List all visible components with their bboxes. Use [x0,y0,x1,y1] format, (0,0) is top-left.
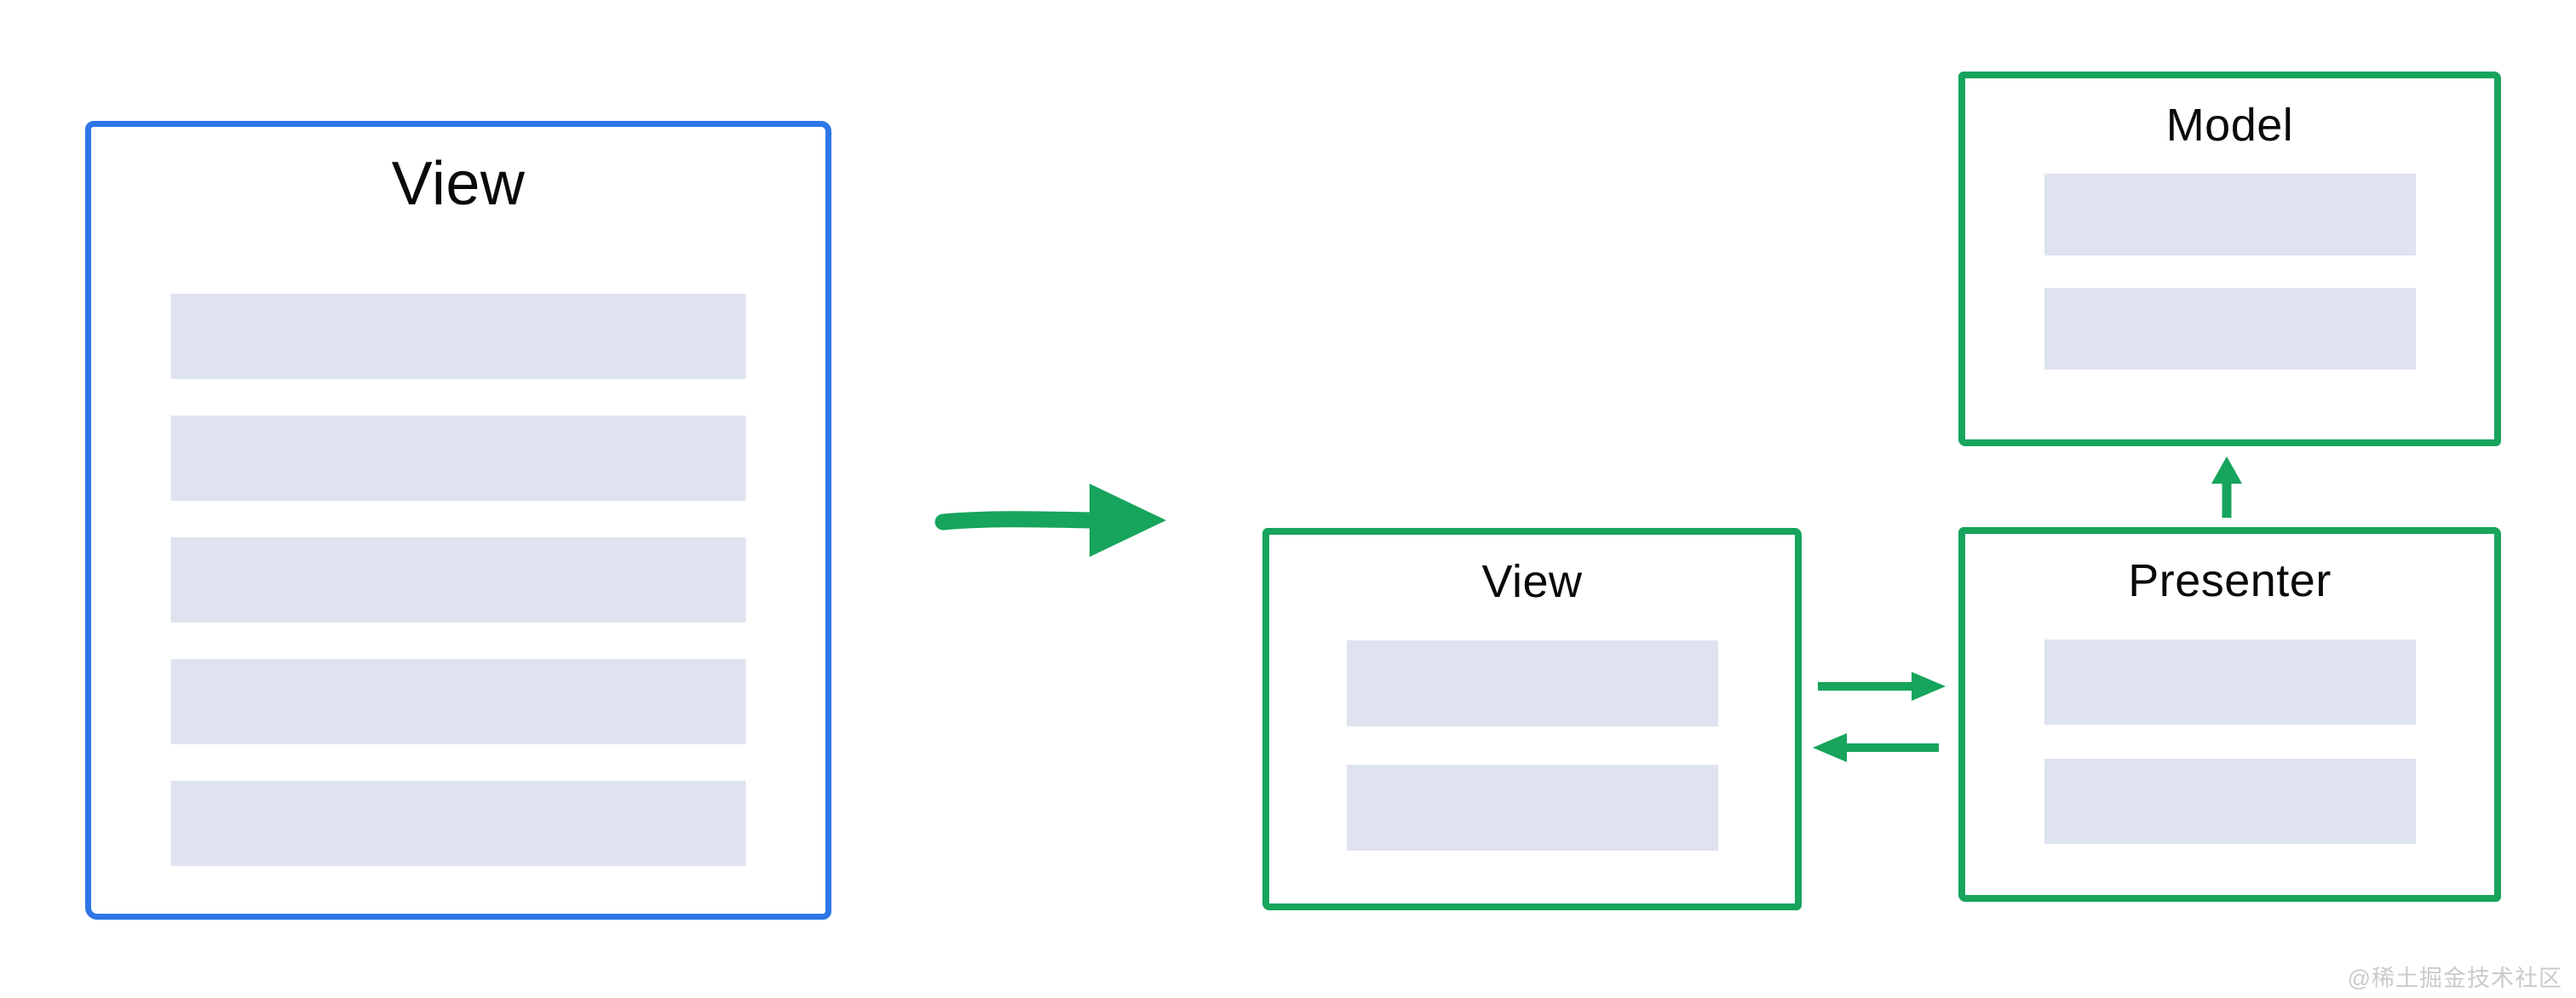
placeholder-bar [170,537,746,622]
view-box-small-bars [1346,640,1718,851]
placeholder-bar [170,781,746,866]
arrow-presenter-to-model-icon [2205,451,2248,521]
placeholder-bar [2044,759,2416,844]
model-box-bars [2044,174,2416,370]
model-box-title: Model [2165,100,2294,151]
placeholder-bar [170,659,746,744]
view-box-large-title: View [391,150,526,218]
view-box-large: View [85,121,831,920]
presenter-box-title: Presenter [2128,555,2332,606]
watermark-text: @稀土掘金技术社区 [2347,966,2562,991]
presenter-box: Presenter [1958,527,2501,902]
arrow-presenter-to-view-icon [1806,730,1944,766]
view-box-small-title: View [1481,556,1583,607]
presenter-box-bars [2044,640,2416,844]
placeholder-bar [2044,288,2416,370]
view-box-small: View [1262,528,1802,910]
model-box: Model [1958,72,2501,446]
view-box-large-bars [170,294,746,866]
placeholder-bar [1346,765,1718,851]
placeholder-bar [170,416,746,501]
placeholder-bar [170,294,746,379]
arrow-view-to-presenter-icon [1813,668,1951,704]
placeholder-bar [1346,640,1718,726]
placeholder-bar [2044,174,2416,255]
placeholder-bar [2044,640,2416,725]
transform-arrow-icon [931,475,1170,565]
